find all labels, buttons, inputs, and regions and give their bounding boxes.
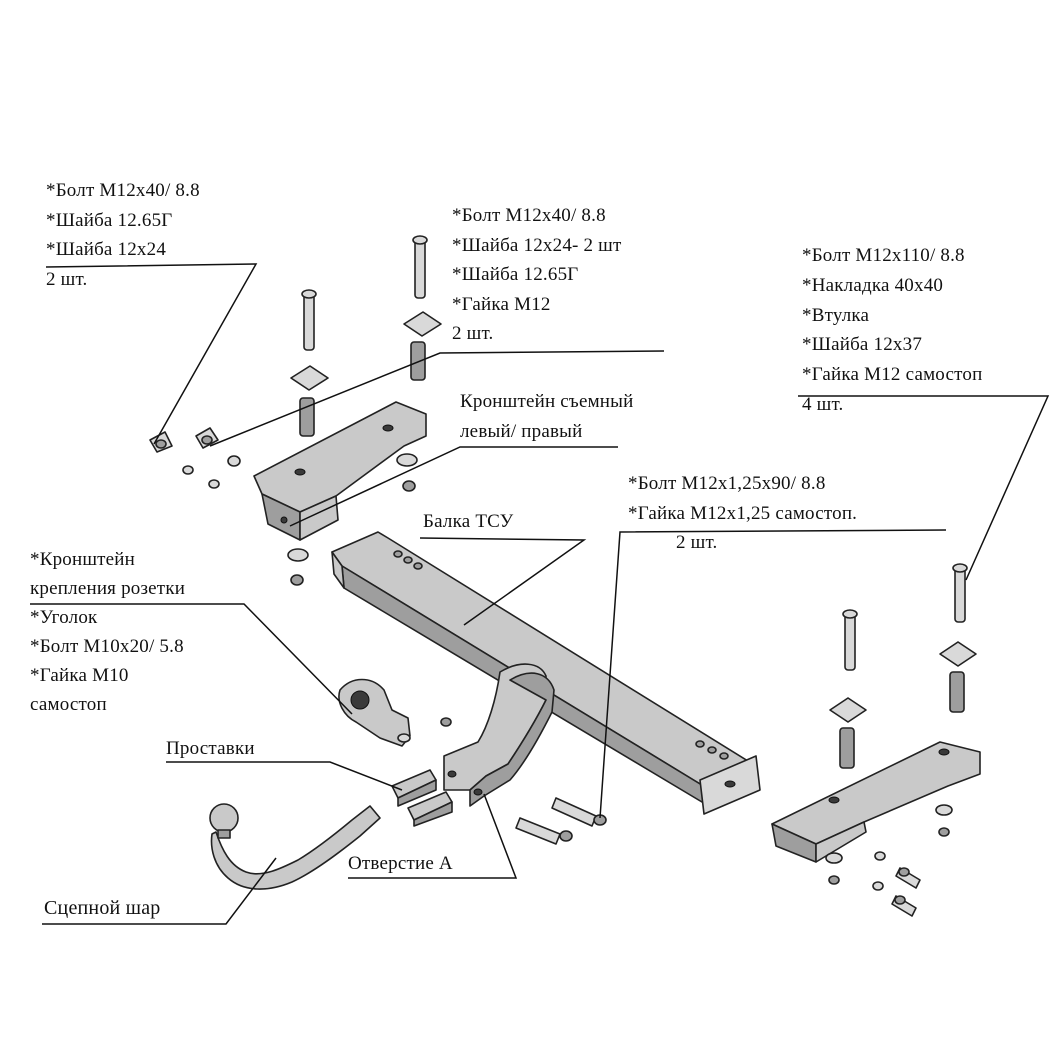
right-side-bolt-2 (891, 895, 917, 917)
label-line: 4 шт. (802, 393, 844, 415)
label-line: *Накладка 40х40 (802, 274, 944, 296)
label-line: 2 шт. (676, 532, 718, 553)
label-line: *Шайба 12.65Г (46, 209, 173, 231)
label-socket-bracket-group: *Кронштейн крепления розетки *Уголок *Бо… (30, 550, 185, 724)
label-line: *Уголок (30, 607, 98, 628)
label-line: *Болт М12х1,25х90/ 8.8 (628, 473, 826, 494)
leader-hole-a (348, 793, 518, 879)
label-top-bolt-group: *Болт М12х40/ 8.8 *Шайба 12х24- 2 шт *Ша… (452, 206, 621, 354)
label-line: *Гайка М12 самостоп (802, 364, 983, 386)
right-bushing-2 (949, 671, 965, 713)
label-line: *Болт М12х40/ 8.8 (46, 180, 200, 201)
center-bushing (410, 341, 426, 381)
center-pad (403, 311, 442, 337)
label-line: *Шайба 12.65Г (452, 264, 579, 285)
label-line: 2 шт. (46, 268, 88, 290)
label-line: *Шайба 12х24- 2 шт (452, 234, 622, 256)
right-pad-2 (939, 641, 977, 667)
label-line: Кронштейн съемный (460, 391, 634, 412)
label-removable-bracket: Кронштейн съемный левый/ правый (460, 392, 634, 451)
label-line: крепления розетки (30, 578, 186, 599)
label-line: *Гайка М12 (452, 293, 551, 315)
washer (227, 455, 241, 467)
label-tow-ball: Сцепной шар (44, 897, 161, 919)
ball-mount-plates (443, 663, 555, 807)
removable-bracket-right (771, 741, 981, 863)
label-line: левый/ правый (460, 420, 583, 442)
leader-right-bolt (798, 395, 1050, 581)
leader-left-bolt (45, 263, 258, 445)
spacers (391, 769, 453, 827)
removable-bracket-left (253, 401, 427, 541)
washer (208, 479, 220, 489)
leader-lines (30, 263, 1050, 925)
label-line: *Кронштейн (30, 549, 136, 570)
left-bracket-group (149, 235, 442, 586)
left-pad (290, 365, 329, 391)
leader-ball (42, 857, 277, 925)
nut (402, 480, 416, 492)
washer (182, 465, 194, 475)
label-line: *Болт М12х110/ 8.8 (802, 245, 965, 266)
label-line: *Гайка М10 (30, 665, 129, 686)
label-line: *Гайка М12х1,25 самостоп. (628, 502, 858, 524)
label-line: *Шайба 12х37 (802, 334, 923, 356)
washer (396, 453, 418, 467)
right-vertical-bolt-1 (842, 609, 858, 671)
label-line: *Втулка (802, 304, 870, 326)
right-bracket-group (771, 563, 981, 917)
leader-socket (30, 603, 353, 715)
label-hole-a: Отверстие А (348, 853, 453, 874)
right-vertical-bolt-2 (952, 563, 968, 623)
right-side-bolt-1 (895, 867, 921, 889)
nut (290, 574, 304, 586)
label-line: *Шайба 12х24 (46, 239, 167, 260)
label-beam: Балка ТСУ (423, 511, 514, 532)
left-vertical-bolt (301, 289, 317, 351)
center-vertical-bolt (412, 235, 428, 299)
left-side-bolt (149, 431, 173, 453)
socket-bracket (338, 678, 452, 747)
label-line: *Болт М10х20/ 5.8 (30, 636, 184, 657)
right-bushing-1 (839, 727, 855, 769)
label-right-bolt-group: *Болт М12х110/ 8.8 *Накладка 40х40 *Втул… (802, 246, 982, 425)
washer (287, 548, 309, 562)
left-bushing (299, 397, 315, 437)
label-ball-bolt-group: *Болт М12х1,25х90/ 8.8 *Гайка М12х1,25 с… (628, 474, 857, 563)
label-line: самостоп (30, 694, 107, 715)
tow-ball (209, 803, 381, 890)
leader-beam (419, 537, 587, 626)
leader-bracket (289, 446, 618, 527)
label-line: 2 шт. (452, 323, 494, 344)
ball-bolts (515, 797, 607, 845)
right-pad-1 (829, 697, 867, 723)
tow-beam (331, 531, 761, 815)
label-left-bolt-group: *Болт М12х40/ 8.8 *Шайба 12.65Г *Шайба 1… (46, 181, 200, 299)
left-side-bolt-2 (195, 427, 219, 449)
leader-spacers (166, 761, 403, 791)
leader-ball-bolts (599, 529, 947, 819)
label-spacers: Проставки (166, 738, 255, 759)
label-line: *Болт М12х40/ 8.8 (452, 205, 606, 226)
leader-top-bolt (209, 350, 665, 447)
